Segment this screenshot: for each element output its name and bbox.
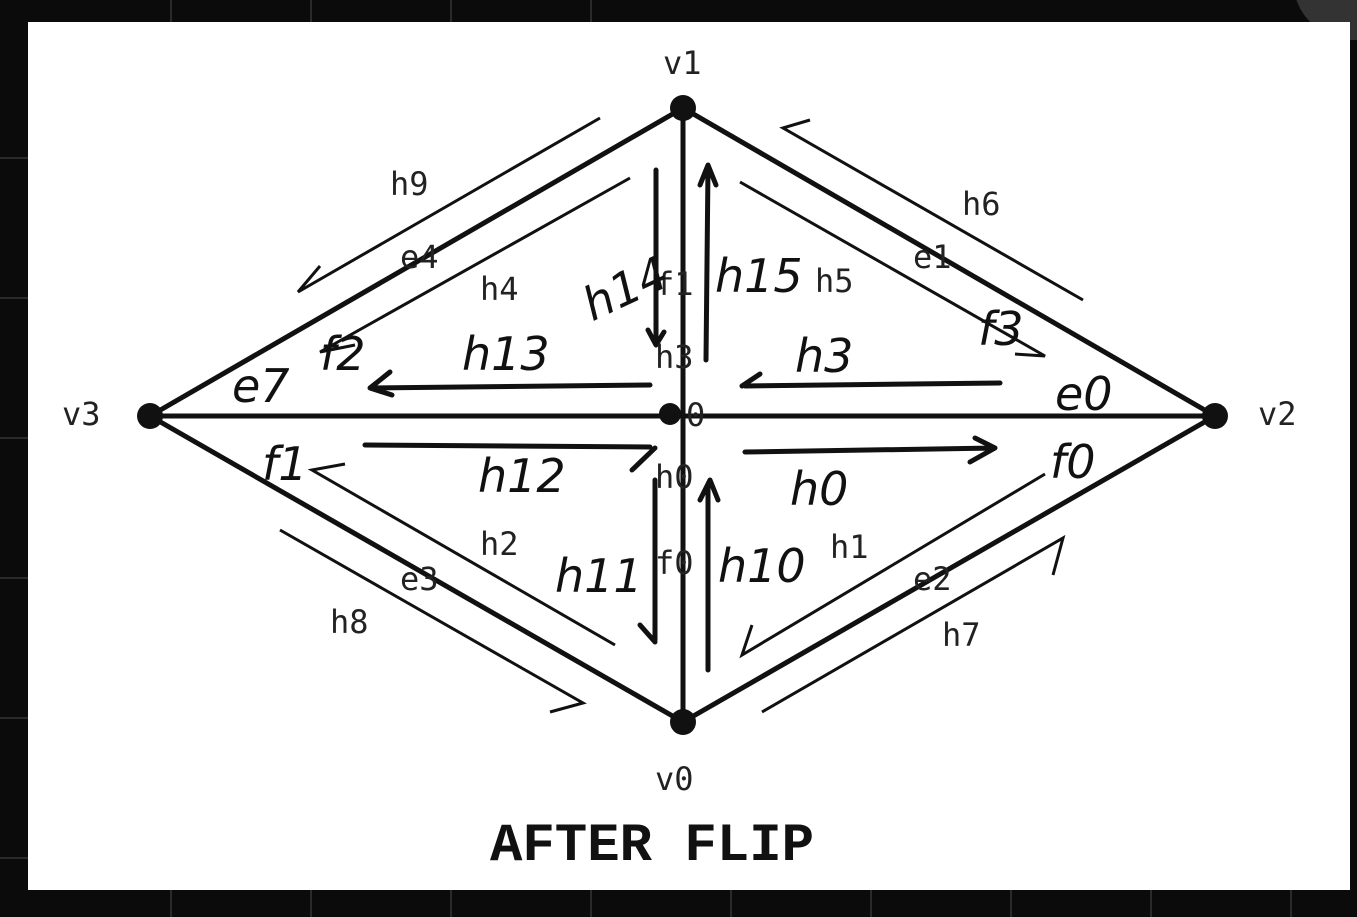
grid-line [590,890,592,917]
edge-v1-v2 [681,105,1217,419]
label-h2: h2 [480,525,519,563]
label-v1: v1 [663,44,702,82]
hand-e0: e0 [1055,367,1113,421]
hand-h13: h13 [462,327,550,381]
grid-line [730,890,732,917]
grid-line [310,0,312,22]
grid-line [0,297,28,299]
arrow-h6 [779,118,1084,302]
mesh-edges [148,105,1217,725]
label-h9: h9 [390,165,429,203]
ink-arrow-h0 [742,435,998,465]
arrow-h9 [296,116,601,294]
hand-f3: f3 [978,302,1023,356]
hand-f1: f1 [262,437,307,491]
ink-arrow-h14 [645,167,667,348]
edge-v0-v3 [148,413,685,725]
label-v0: v0 [655,760,694,798]
ink-arrow-h3 [739,371,1003,389]
hand-e7: e7 [232,359,290,413]
diagram-canvas [28,22,1350,890]
label-center: 0 [686,396,705,434]
label-h1: h1 [830,528,869,566]
grid-line [310,890,312,917]
hand-h15: h15 [715,249,803,303]
grid-line [450,890,452,917]
arrow-h2 [307,462,616,647]
hand-f0: f0 [1050,435,1095,489]
hand-h12: h12 [478,449,566,503]
label-h6: h6 [962,185,1001,223]
label-h7: h7 [942,616,981,654]
arrow-h4 [319,176,631,354]
grid-line [170,0,172,22]
label-h0-printed: h0 [655,458,694,496]
label-v3: v3 [62,395,101,433]
label-h4: h4 [480,270,519,308]
label-h8: h8 [330,603,369,641]
hand-h3: h3 [795,329,853,383]
ink-arrow-h15 [697,162,719,363]
ink-arrow-h11 [637,477,658,645]
hand-h10: h10 [718,539,806,593]
label-h3-printed: h3 [655,338,694,376]
grid-line [450,0,452,22]
vertex-v2 [1202,403,1228,429]
hand-h11: h11 [555,549,643,603]
hand-h0: h0 [790,462,848,516]
grid-line [170,890,172,917]
label-e4: e4 [400,238,439,276]
grid-line [0,437,28,439]
grid-line [870,890,872,917]
diagram-title: AFTER FLIP [490,816,814,877]
grid-line [0,857,28,859]
grid-line [0,717,28,719]
ink-arrow-h12 [362,442,658,473]
vertex-center [659,403,681,425]
grid-line [590,0,592,22]
arrow-h1 [739,472,1046,659]
edge-v2-v0 [681,413,1217,725]
ink-arrow-h13 [367,369,653,398]
grid-line [0,157,28,159]
hand-f2: f2 [320,327,365,381]
grid-line [1290,890,1292,917]
label-e2: e2 [913,560,952,598]
arrow-h7 [761,534,1066,714]
vertex-v1 [670,95,696,121]
label-f1: f1 [655,265,694,303]
label-e1: e1 [913,238,952,276]
handwritten-arrows [362,162,1003,673]
label-e3: e3 [400,560,439,598]
grid-line [1150,890,1152,917]
vertex-v0 [670,709,696,735]
label-v2: v2 [1258,395,1297,433]
label-h5: h5 [815,262,854,300]
hand-h14: h14 [574,245,676,331]
grid-line [0,577,28,579]
label-f0: f0 [655,544,694,582]
vertex-v3 [137,403,163,429]
printed-halfedge-arrows [279,116,1084,714]
grid-line [1010,890,1012,917]
arrow-h5 [739,180,1046,358]
edge-v3-v1 [148,105,685,419]
arrow-h8 [279,528,587,714]
ink-arrow-h10 [697,477,721,673]
